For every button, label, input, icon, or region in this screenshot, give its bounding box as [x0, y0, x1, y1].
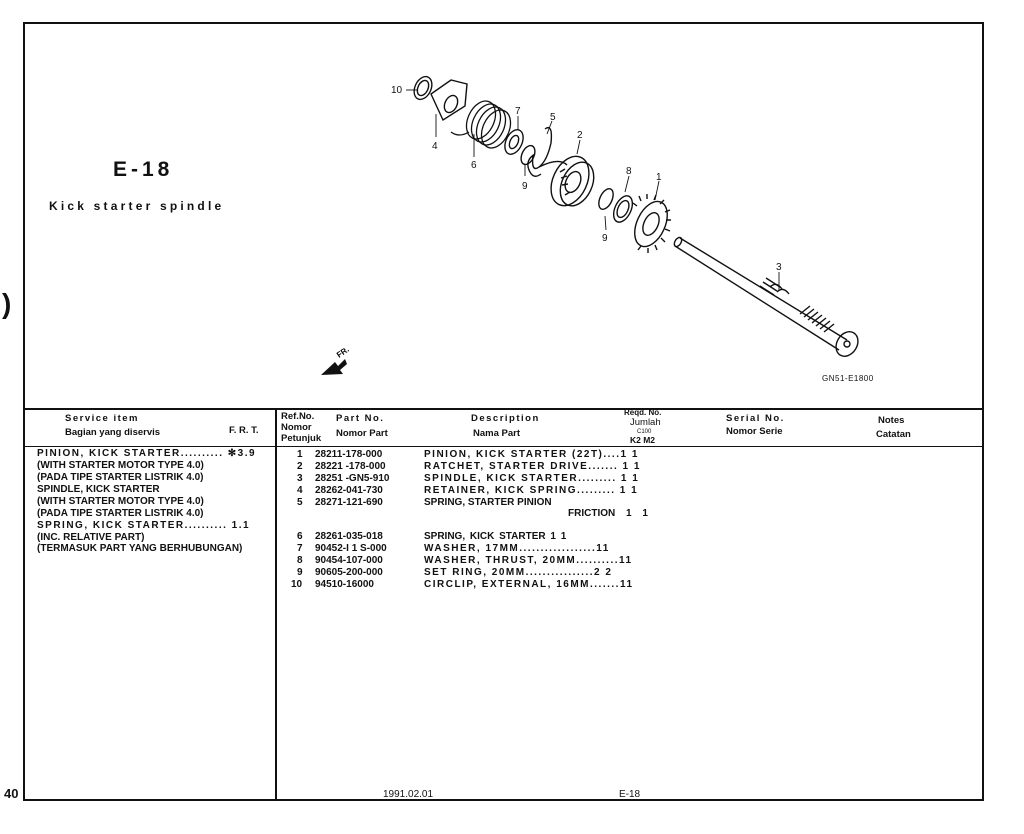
- part-description: SPRING, STARTER PINION: [424, 497, 552, 508]
- header-ref-no-id-2: Petunjuk: [281, 433, 322, 444]
- catalog-frame: E-18 Kick starter spindle GN51-E1800: [23, 22, 984, 801]
- section-code: E-18: [113, 158, 174, 181]
- part-ref: 9: [297, 567, 303, 578]
- part-ref: 1: [297, 449, 303, 460]
- service-item-line: PINION, KICK STARTER.......... ✻3.9: [37, 448, 257, 459]
- header-c100: C100: [637, 429, 652, 435]
- part-description: PINION, KICK STARTER (22T)....1 1: [424, 449, 639, 460]
- part-ref: 10: [291, 579, 303, 590]
- front-arrow-icon: FR.: [321, 345, 351, 375]
- table-column-divider: [275, 408, 277, 799]
- part-description: SPINDLE, KICK STARTER......... 1 1: [424, 473, 640, 484]
- table-top-rule: [25, 408, 982, 410]
- section-subtitle: Kick starter spindle: [49, 199, 225, 213]
- footer-date: 1991.02.01: [383, 789, 434, 800]
- part-description: WASHER, THRUST, 20MM..........11: [424, 555, 633, 566]
- header-part-no: Part No.: [336, 413, 385, 424]
- part-ref: 3: [297, 473, 303, 484]
- page-number: 40: [4, 786, 19, 801]
- part-number: 94510-16000: [315, 579, 374, 590]
- footer-section: E-18: [619, 789, 641, 800]
- service-item-line: (WITH STARTER MOTOR TYPE 4.0): [37, 460, 204, 471]
- part-ref: 2: [297, 461, 303, 472]
- callout-10: 10: [391, 85, 403, 96]
- service-item-line: (INC. RELATIVE PART): [37, 532, 145, 543]
- callout-6: 6: [471, 160, 477, 171]
- header-service-item: Service item: [65, 413, 139, 424]
- kick-spring: [450, 100, 512, 149]
- front-label: FR.: [335, 345, 351, 360]
- part-description: RETAINER, KICK SPRING......... 1 1: [424, 485, 639, 496]
- part-number: 28271-121-690: [315, 497, 383, 508]
- part-number: 28261-035-018: [315, 531, 383, 542]
- callout-1: 1: [656, 172, 662, 183]
- header-part-no-id: Nomor Part: [336, 428, 388, 439]
- service-item-line: SPINDLE, KICK STARTER: [37, 484, 160, 495]
- callout-2: 2: [577, 130, 583, 141]
- part-ref: 4: [297, 485, 303, 496]
- part-ref: 7: [297, 543, 303, 554]
- part-number: 28262-041-730: [315, 485, 383, 496]
- drawing-code: GN51-E1800: [822, 374, 874, 383]
- header-ref-no: Ref.No.: [281, 411, 315, 422]
- callout-9-lower: 9: [602, 233, 608, 244]
- callout-3: 3: [776, 262, 782, 273]
- header-reqd-no: Reqd. No.: [624, 408, 662, 417]
- header-notes-id: Catatan: [876, 429, 911, 440]
- header-frt: F. R. T.: [229, 425, 259, 436]
- callout-leaders: [406, 89, 780, 290]
- part-description: SPRING, KICK STARTER 1 1: [424, 531, 567, 542]
- illustration-area: E-18 Kick starter spindle GN51-E1800: [25, 24, 982, 408]
- table-header-rule: [25, 446, 982, 447]
- part-ref: 6: [297, 531, 303, 542]
- spindle-shaft: [673, 236, 859, 357]
- service-item-line: (PADA TIPE STARTER LISTRIK 4.0): [37, 472, 204, 483]
- part-number: 90454-107-000: [315, 555, 383, 566]
- part-ref: 5: [297, 497, 303, 508]
- ratchet: [550, 155, 595, 207]
- header-description-id: Nama Part: [473, 428, 520, 439]
- service-item-line: (PADA TIPE STARTER LISTRIK 4.0): [37, 508, 204, 519]
- part-number: 28251 -GN5-910: [315, 473, 390, 484]
- friction-spring: [527, 126, 568, 177]
- callout-9: 9: [522, 181, 528, 192]
- washer-17mm: [504, 129, 536, 166]
- header-jumlah: Jumlah: [630, 417, 661, 428]
- part-description: RATCHET, STARTER DRIVE....... 1 1: [424, 461, 641, 472]
- callout-7: 7: [515, 106, 521, 117]
- edge-mark: ): [2, 288, 12, 319]
- header-notes: Notes: [878, 415, 905, 426]
- header-serial-no-id: Nomor Serie: [726, 426, 783, 437]
- service-item-line: SPRING, KICK STARTER.......... 1.1: [37, 520, 251, 531]
- part-description: FRICTION 1 1: [568, 508, 648, 519]
- part-ref: 8: [297, 555, 303, 566]
- thrust-washer: [598, 188, 634, 223]
- part-description: CIRCLIP, EXTERNAL, 16MM.......11: [424, 579, 634, 590]
- circlip: [413, 75, 433, 101]
- header-service-item-id: Bagian yang diservis: [65, 427, 161, 438]
- service-item-line: (WITH STARTER MOTOR TYPE 4.0): [37, 496, 204, 507]
- callout-5: 5: [550, 112, 556, 123]
- part-number: 28211-178-000: [315, 449, 383, 460]
- callout-8: 8: [626, 166, 632, 177]
- part-number: 28221 -178-000: [315, 461, 386, 472]
- part-description: SET RING, 20MM................2 2: [424, 567, 613, 578]
- header-ref-no-id-1: Nomor: [281, 422, 312, 433]
- part-number: 90605-200-000: [315, 567, 383, 578]
- header-description: Description: [471, 413, 540, 424]
- spring-retainer: [430, 79, 468, 122]
- part-number: 90452-I 1 S-000: [315, 543, 387, 554]
- callout-4: 4: [432, 141, 438, 152]
- pinion-gear: [632, 194, 671, 253]
- header-k2m2: K2 M2: [630, 435, 656, 445]
- service-item-line: (TERMASUK PART YANG BERHUBUNGAN): [37, 543, 243, 554]
- exploded-view-drawing: 10 4 6 7 9 5 2 8 1 9 3 FR.: [321, 75, 859, 375]
- part-description: WASHER, 17MM..................11: [424, 543, 610, 554]
- header-serial-no: Serial No.: [726, 413, 785, 424]
